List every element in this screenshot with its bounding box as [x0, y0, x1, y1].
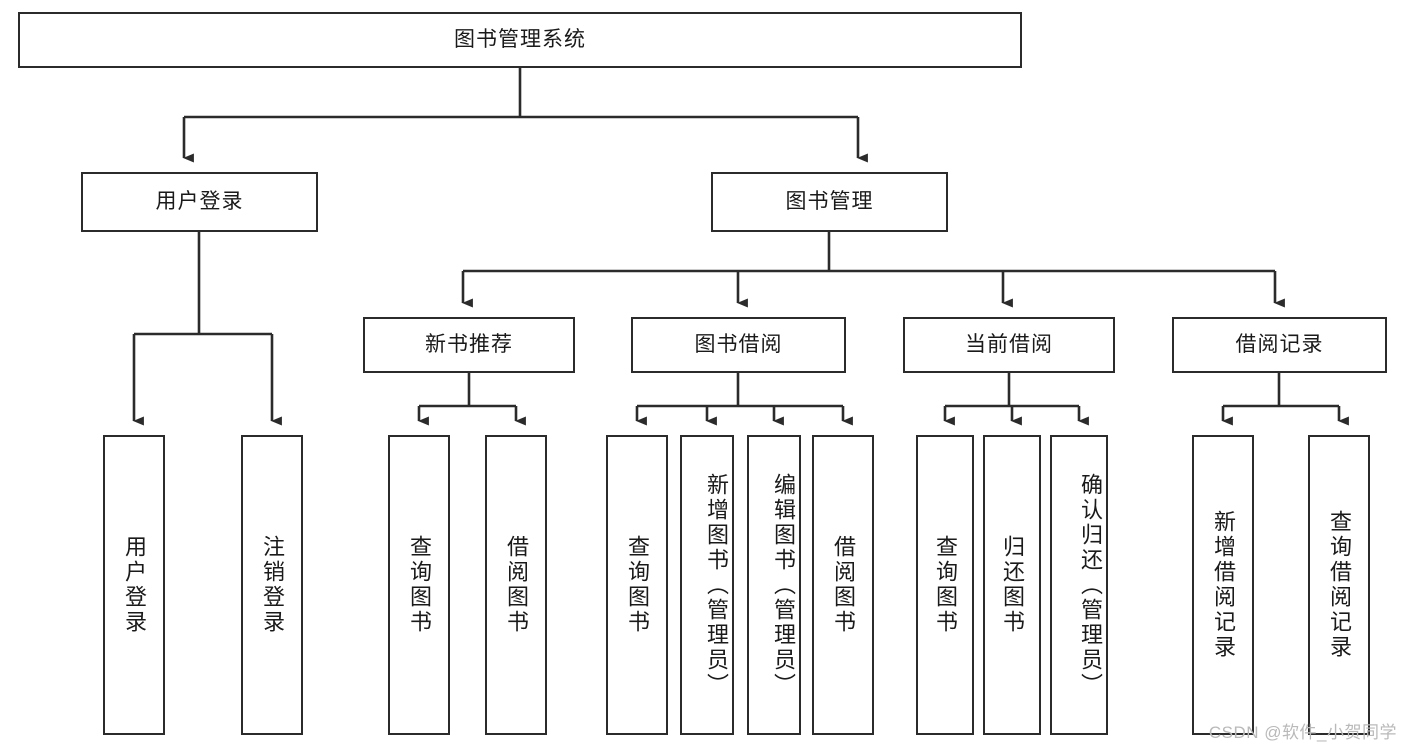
node-label: 确认归还（管理员） — [1078, 472, 1103, 698]
leaf-query-book-recommend[interactable]: 查询图书 — [388, 435, 450, 735]
node-label: 图书借阅 — [694, 333, 783, 357]
leaf-query-book-current[interactable]: 查询图书 — [916, 435, 974, 735]
leaf-user-login[interactable]: 用户登录 — [103, 435, 165, 735]
node-label: 注销登录 — [260, 535, 285, 635]
node-label: 用户登录 — [122, 535, 147, 635]
leaf-query-book-borrow[interactable]: 查询图书 — [606, 435, 668, 735]
leaf-borrow-book-recommend[interactable]: 借阅图书 — [485, 435, 547, 735]
node-label: 图书管理系统 — [454, 28, 586, 52]
leaf-confirm-return-admin[interactable]: 确认归还（管理员） — [1050, 435, 1108, 735]
leaf-return-book[interactable]: 归还图书 — [983, 435, 1041, 735]
leaf-logout-login[interactable]: 注销登录 — [241, 435, 303, 735]
node-borrow-record[interactable]: 借阅记录 — [1172, 317, 1387, 373]
node-label: 借阅记录 — [1235, 333, 1324, 357]
node-label: 查询图书 — [933, 535, 958, 635]
node-label: 新增借阅记录 — [1211, 510, 1236, 660]
node-label: 归还图书 — [1000, 535, 1025, 635]
node-current-borrow[interactable]: 当前借阅 — [903, 317, 1115, 373]
node-root[interactable]: 图书管理系统 — [18, 12, 1022, 68]
node-label: 用户登录 — [155, 190, 244, 214]
node-label: 查询图书 — [625, 535, 650, 635]
node-user-login[interactable]: 用户登录 — [81, 172, 318, 232]
leaf-add-borrow-record[interactable]: 新增借阅记录 — [1192, 435, 1254, 735]
node-book-management[interactable]: 图书管理 — [711, 172, 948, 232]
leaf-add-book-admin[interactable]: 新增图书（管理员） — [680, 435, 734, 735]
csdn-watermark: CSDN @软件_小贺同学 — [1208, 723, 1397, 742]
node-new-book-recommend[interactable]: 新书推荐 — [363, 317, 575, 373]
node-book-borrow[interactable]: 图书借阅 — [631, 317, 846, 373]
node-label: 新书推荐 — [425, 333, 513, 357]
node-label: 编辑图书（管理员） — [771, 472, 796, 698]
leaf-borrow-book[interactable]: 借阅图书 — [812, 435, 874, 735]
node-label: 查询图书 — [407, 535, 432, 635]
node-label: 当前借阅 — [965, 333, 1053, 357]
node-label: 新增图书（管理员） — [704, 472, 729, 698]
leaf-query-borrow-record[interactable]: 查询借阅记录 — [1308, 435, 1370, 735]
node-label: 借阅图书 — [504, 535, 529, 635]
node-label: 借阅图书 — [831, 535, 856, 635]
leaf-edit-book-admin[interactable]: 编辑图书（管理员） — [747, 435, 801, 735]
node-label: 图书管理 — [785, 190, 874, 214]
node-label: 查询借阅记录 — [1327, 510, 1352, 660]
